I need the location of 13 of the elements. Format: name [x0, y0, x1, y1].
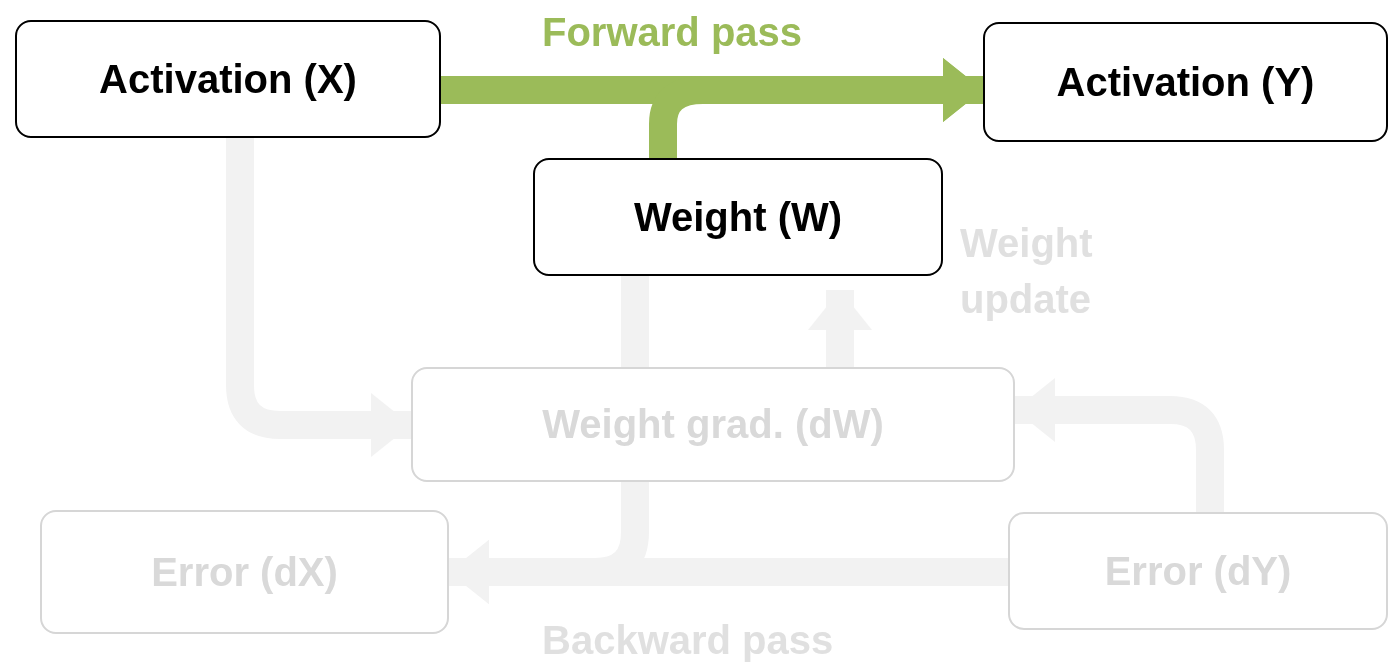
arrow	[226, 138, 411, 457]
arrow	[1015, 378, 1224, 512]
process-box	[411, 367, 1015, 482]
node-label: Activation (X)	[99, 56, 357, 102]
annotation-label: Forward pass	[542, 9, 803, 56]
node-label: Activation (Y)	[1056, 59, 1315, 105]
arrow	[808, 290, 872, 367]
node-label: Weight (W)	[633, 194, 843, 240]
process-box	[40, 510, 449, 634]
process-box	[1008, 512, 1388, 630]
process-box	[983, 22, 1388, 142]
process-box	[533, 158, 943, 276]
process-box	[15, 20, 441, 138]
